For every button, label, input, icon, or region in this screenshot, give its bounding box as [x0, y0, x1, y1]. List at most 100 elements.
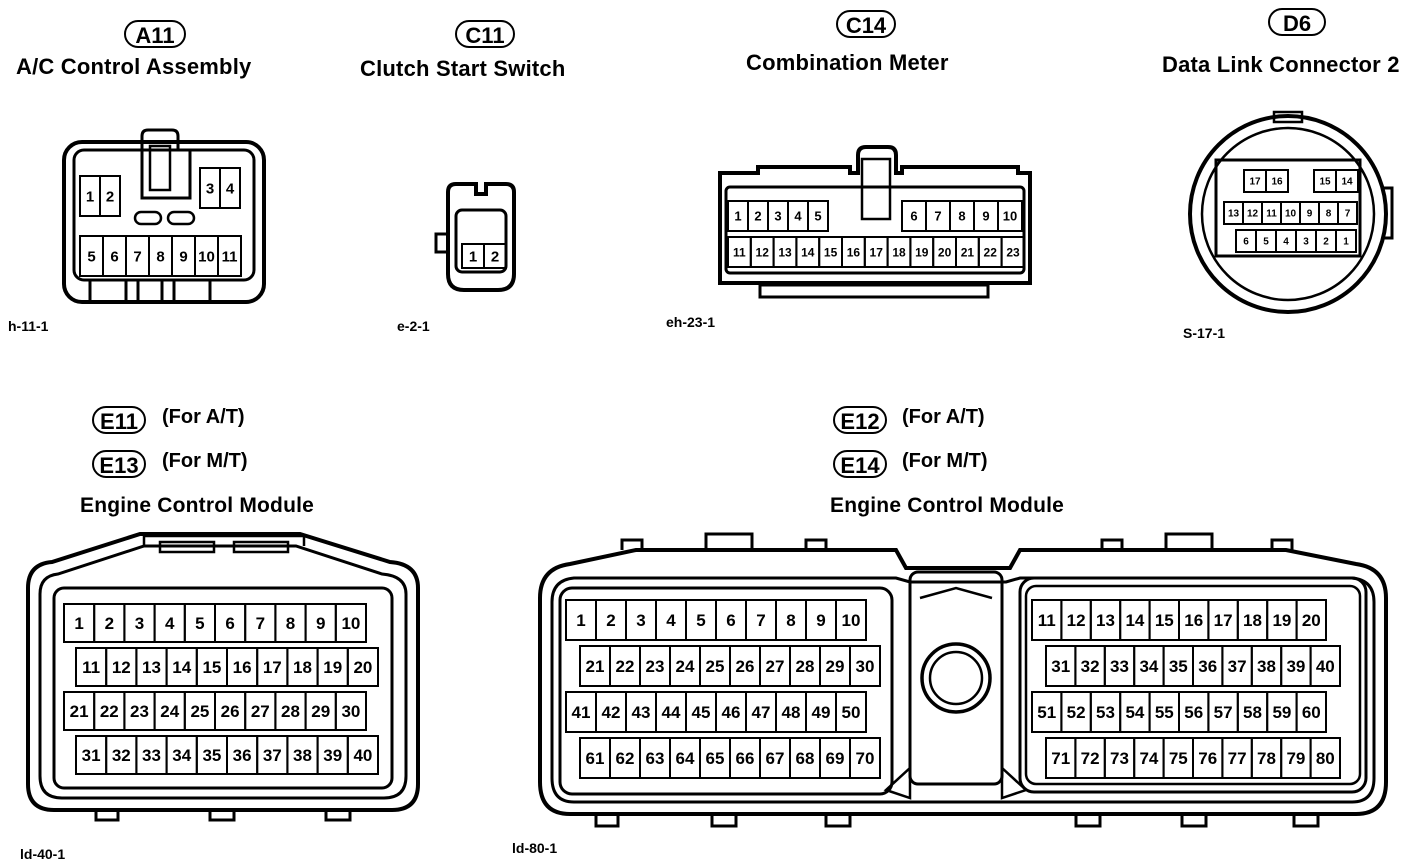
d6-pin-4: 4 [1283, 237, 1289, 248]
d6-pin-6: 6 [1243, 237, 1249, 248]
ecm80-pin-58: 58 [1243, 703, 1262, 722]
ecm80-pin-51: 51 [1037, 703, 1056, 722]
c14-pin-cell-10 [997, 200, 1023, 232]
ecm40-pin-16: 16 [233, 658, 252, 677]
a11-pin-9: 9 [179, 248, 187, 265]
ecm40-pin-23: 23 [130, 702, 149, 721]
ecm80-pin-63: 63 [646, 749, 665, 768]
ecm80-pin-20: 20 [1302, 611, 1321, 630]
ecm40-pin-38: 38 [293, 746, 312, 765]
ecm80-pin-47: 47 [752, 703, 771, 722]
ecm80-pin-cell-50 [835, 691, 867, 733]
ecm40-pin-20: 20 [353, 658, 372, 677]
ecm80-pin-50: 50 [842, 703, 861, 722]
a11-pin-11: 11 [222, 248, 238, 265]
ecm80-pin-27: 27 [766, 657, 785, 676]
ecm40-pin-22: 22 [100, 702, 119, 721]
c14-pin-14: 14 [801, 245, 815, 259]
d6-pin-12: 12 [1247, 209, 1259, 220]
connector-code-e11: E11 [92, 406, 146, 434]
ecm80-pin-75: 75 [1169, 749, 1188, 768]
d6-pin-10: 10 [1285, 209, 1297, 220]
c14-pin-6: 6 [910, 209, 917, 224]
ecm40-pin-15: 15 [202, 658, 221, 677]
figure-id-c11: e-2-1 [397, 318, 430, 334]
ecm80-pin-73: 73 [1110, 749, 1129, 768]
a11-pin-8: 8 [156, 248, 164, 265]
ecm80-pin-30: 30 [856, 657, 875, 676]
ecm80-pin-42: 42 [602, 703, 621, 722]
connector-title-c14: Combination Meter [746, 50, 949, 75]
ecm80-pin-4: 4 [666, 611, 676, 630]
figure-id-c14: eh-23-1 [666, 314, 716, 330]
c14-pin-12: 12 [756, 245, 770, 259]
connector-title-ecm80: Engine Control Module [830, 494, 1065, 517]
ecm80-pin-26: 26 [736, 657, 755, 676]
ecm80-pin-68: 68 [796, 749, 815, 768]
variant-note-e12: (For A/T) [902, 406, 985, 428]
ecm40-pin-10: 10 [341, 614, 360, 633]
ecm40-pin-13: 13 [142, 658, 161, 677]
d6-pin-8: 8 [1326, 209, 1332, 220]
ecm80-pin-45: 45 [692, 703, 711, 722]
ecm40-pin-24: 24 [160, 702, 179, 721]
c14-pin-23: 23 [1006, 245, 1020, 259]
ecm80-pin-19: 19 [1272, 611, 1291, 630]
ecm80-pin-71: 71 [1051, 749, 1070, 768]
a11-pin-2: 2 [106, 188, 114, 205]
ecm80-pin-59: 59 [1272, 703, 1291, 722]
ecm40-pin-25: 25 [190, 702, 209, 721]
ecm80-pin-9: 9 [816, 611, 825, 630]
connector-title-d6: Data Link Connector 2 [1162, 52, 1400, 77]
ecm80-pin-32: 32 [1081, 657, 1100, 676]
c14-pin-15: 15 [824, 245, 838, 259]
ecm80-pin-cell-70 [849, 737, 881, 779]
c14-pin-8: 8 [958, 209, 965, 224]
ecm40-pin-26: 26 [221, 702, 240, 721]
ecm40-pin-28: 28 [281, 702, 300, 721]
ecm40-pin-34: 34 [172, 746, 191, 765]
c14-pin-16: 16 [847, 245, 861, 259]
ecm80-pin-43: 43 [632, 703, 651, 722]
ecm40-pin-11: 11 [82, 658, 100, 677]
c14-pin-19: 19 [915, 245, 929, 259]
d6-pin-1: 1 [1343, 237, 1349, 248]
ecm80-pin-10: 10 [842, 611, 861, 630]
figure-id-ecm40: ld-40-1 [20, 846, 66, 862]
ecm80-pin-16: 16 [1184, 611, 1203, 630]
ecm80-pin-44: 44 [662, 703, 681, 722]
ecm80-pin-6: 6 [726, 611, 735, 630]
ecm80-pin-13: 13 [1096, 611, 1115, 630]
ecm80-pin-69: 69 [826, 749, 845, 768]
d6-pin-cell-14 [1335, 169, 1359, 193]
ecm80-pin-7: 7 [756, 611, 765, 630]
connector-code-e12: E12 [833, 406, 887, 434]
d6-pin-13: 13 [1228, 209, 1240, 220]
ecm80-pin-23: 23 [646, 657, 665, 676]
ecm40-pin-cell-20 [346, 647, 379, 687]
ecm80-pin-77: 77 [1228, 749, 1247, 768]
d6-pin-7: 7 [1345, 209, 1351, 220]
ecm40-pin-31: 31 [82, 746, 101, 765]
ecm80-pin-39: 39 [1286, 657, 1305, 676]
ecm80-pin-61: 61 [586, 749, 605, 768]
ecm40-pin-33: 33 [142, 746, 161, 765]
ecm80-pin-cell-40 [1309, 645, 1341, 687]
ecm40-pin-cell-40 [346, 735, 379, 775]
d6-pin-17: 17 [1249, 177, 1261, 188]
ecm80-pin-cell-20 [1295, 599, 1327, 641]
ecm40-pin-3: 3 [135, 614, 144, 633]
ecm40-pin-19: 19 [323, 658, 342, 677]
ecm80-pin-57: 57 [1214, 703, 1233, 722]
ecm40-pin-8: 8 [286, 614, 295, 633]
ecm80-pin-21: 21 [586, 657, 605, 676]
connector-code-e13: E13 [92, 450, 146, 478]
ecm80-pin-5: 5 [696, 611, 705, 630]
a11-pin-7: 7 [133, 248, 141, 265]
ecm80-pin-52: 52 [1067, 703, 1086, 722]
ecm80-pin-24: 24 [676, 657, 695, 676]
a11-pin-5: 5 [87, 248, 95, 265]
